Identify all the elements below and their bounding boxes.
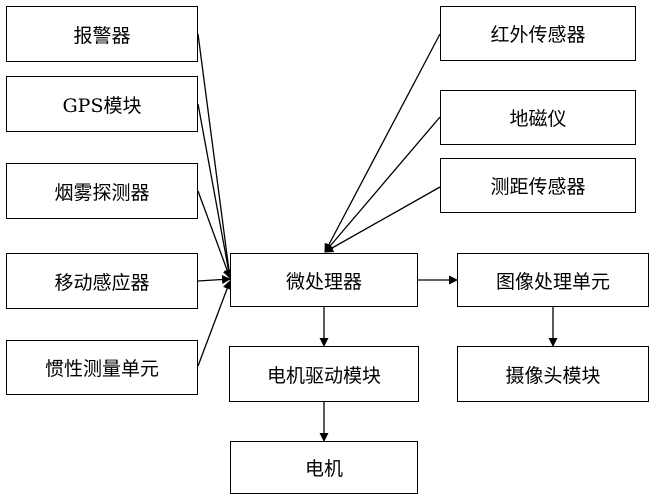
arrow-magnetometer-to-mcu (324, 116, 441, 253)
motion-sensor-label: 移动感应器 (54, 271, 150, 294)
gps-box: GPS模块 (6, 76, 198, 132)
arrow-gps-to-mcu (197, 103, 233, 279)
infrared-sensor-label: 红外传感器 (490, 24, 586, 46)
arrow-alarm-to-mcu (197, 33, 234, 279)
image-processing-box: 图像处理单元 (457, 253, 649, 307)
microprocessor-label: 微处理器 (285, 270, 362, 293)
alarm-label: 报警器 (73, 24, 131, 47)
infrared-sensor-box: 红外传感器 (440, 6, 636, 61)
camera-module-box: 摄像头模块 (457, 346, 649, 402)
motor-driver-label: 电机驱动模块 (266, 364, 381, 387)
image-processing-label: 图像处理单元 (495, 270, 610, 293)
imu-box: 惯性测量单元 (6, 340, 198, 395)
magnetometer-label: 地磁仪 (509, 108, 567, 130)
smoke-detector-box: 烟雾探测器 (6, 163, 198, 219)
arrow-imu-to-mcu (197, 280, 232, 367)
alarm-box: 报警器 (6, 6, 198, 62)
gps-label: GPS模块 (62, 94, 142, 117)
microprocessor-box: 微处理器 (230, 253, 418, 307)
magnetometer-box: 地磁仪 (440, 90, 636, 145)
camera-module-label: 摄像头模块 (505, 364, 601, 387)
motor-driver-box: 电机驱动模块 (229, 346, 419, 402)
motor-label: 电机 (304, 458, 343, 480)
rangefinder-box: 测距传感器 (440, 158, 636, 213)
smoke-detector-label: 烟雾探测器 (54, 181, 150, 204)
motor-box: 电机 (230, 441, 418, 494)
arrow-smoke-to-mcu (197, 190, 232, 279)
rangefinder-label: 测距传感器 (490, 176, 586, 198)
arrow-rangefinder-to-mcu (324, 186, 441, 253)
arrow-motion-to-mcu (197, 275, 231, 284)
imu-label: 惯性测量单元 (44, 358, 159, 380)
motion-sensor-box: 移动感应器 (6, 253, 198, 309)
arrow-infrared-to-mcu (324, 33, 441, 253)
